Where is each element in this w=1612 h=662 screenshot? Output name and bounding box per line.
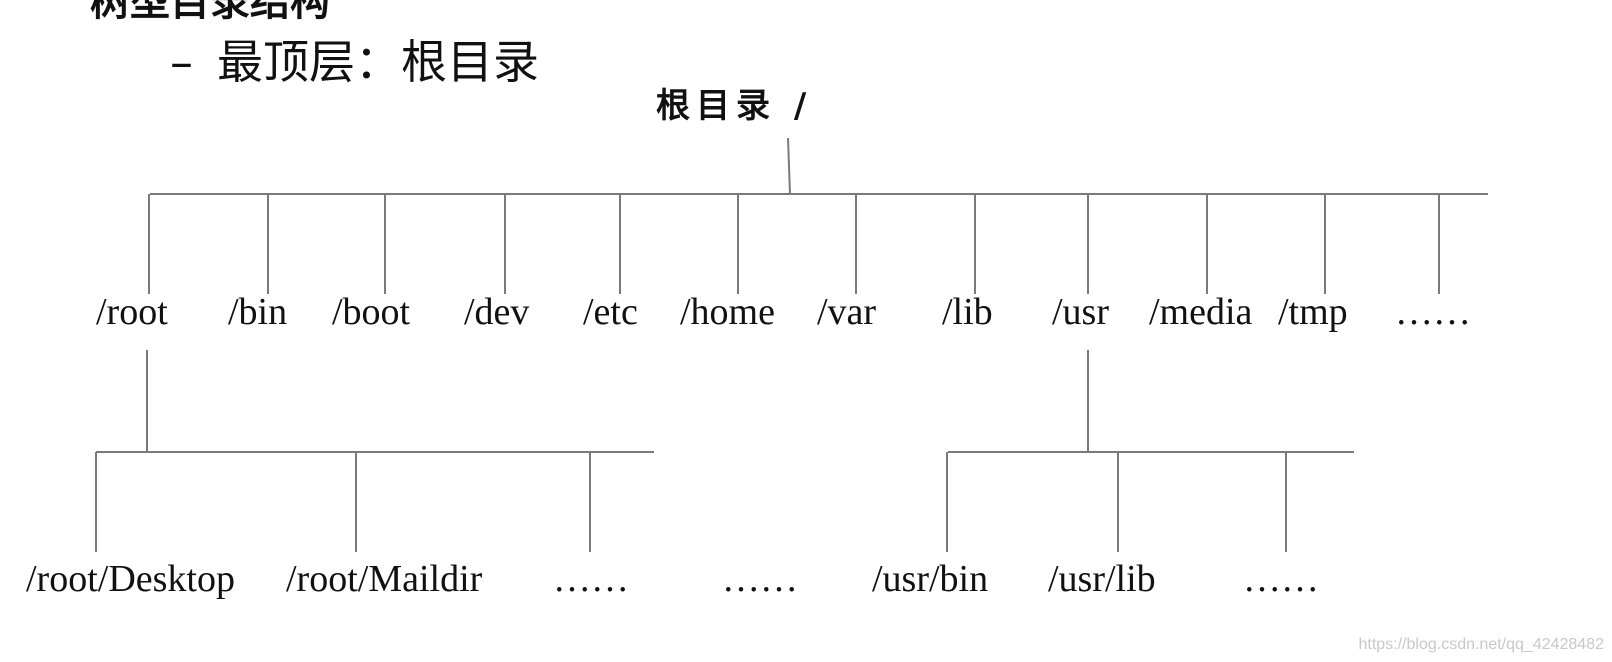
root-directory-label: 根目录 / <box>656 86 813 126</box>
node-var: /var <box>817 291 877 333</box>
bullet-dash: – <box>170 35 193 89</box>
node-root-more: …… <box>553 558 629 600</box>
node-boot: /boot <box>332 291 411 333</box>
node-root-maildir: /root/Maildir <box>286 558 483 600</box>
node-more: …… <box>1395 291 1471 333</box>
node-dev: /dev <box>464 291 530 333</box>
watermark-text: https://blog.csdn.net/qq_42428482 <box>1358 636 1604 653</box>
root-stem-line <box>787 137 791 195</box>
node-etc: /etc <box>583 291 638 333</box>
node-lib: /lib <box>942 291 993 333</box>
node-middle-ellipsis: …… <box>722 558 798 600</box>
node-tmp: /tmp <box>1278 291 1348 333</box>
node-usr-lib: /usr/lib <box>1048 558 1156 600</box>
node-bin: /bin <box>228 291 288 333</box>
node-media: /media <box>1149 291 1253 333</box>
bullet-text: 最顶层：根目录 <box>217 35 539 89</box>
section-heading: 树型目录结构 <box>90 0 330 25</box>
node-usr: /usr <box>1052 291 1109 333</box>
bullet-point: –最顶层：根目录 <box>170 34 539 90</box>
node-home: /home <box>680 291 775 333</box>
node-root-desktop: /root/Desktop <box>26 558 235 600</box>
node-usr-bin: /usr/bin <box>872 558 989 600</box>
node-usr-more: …… <box>1243 558 1319 600</box>
node-root: /root <box>96 291 168 333</box>
